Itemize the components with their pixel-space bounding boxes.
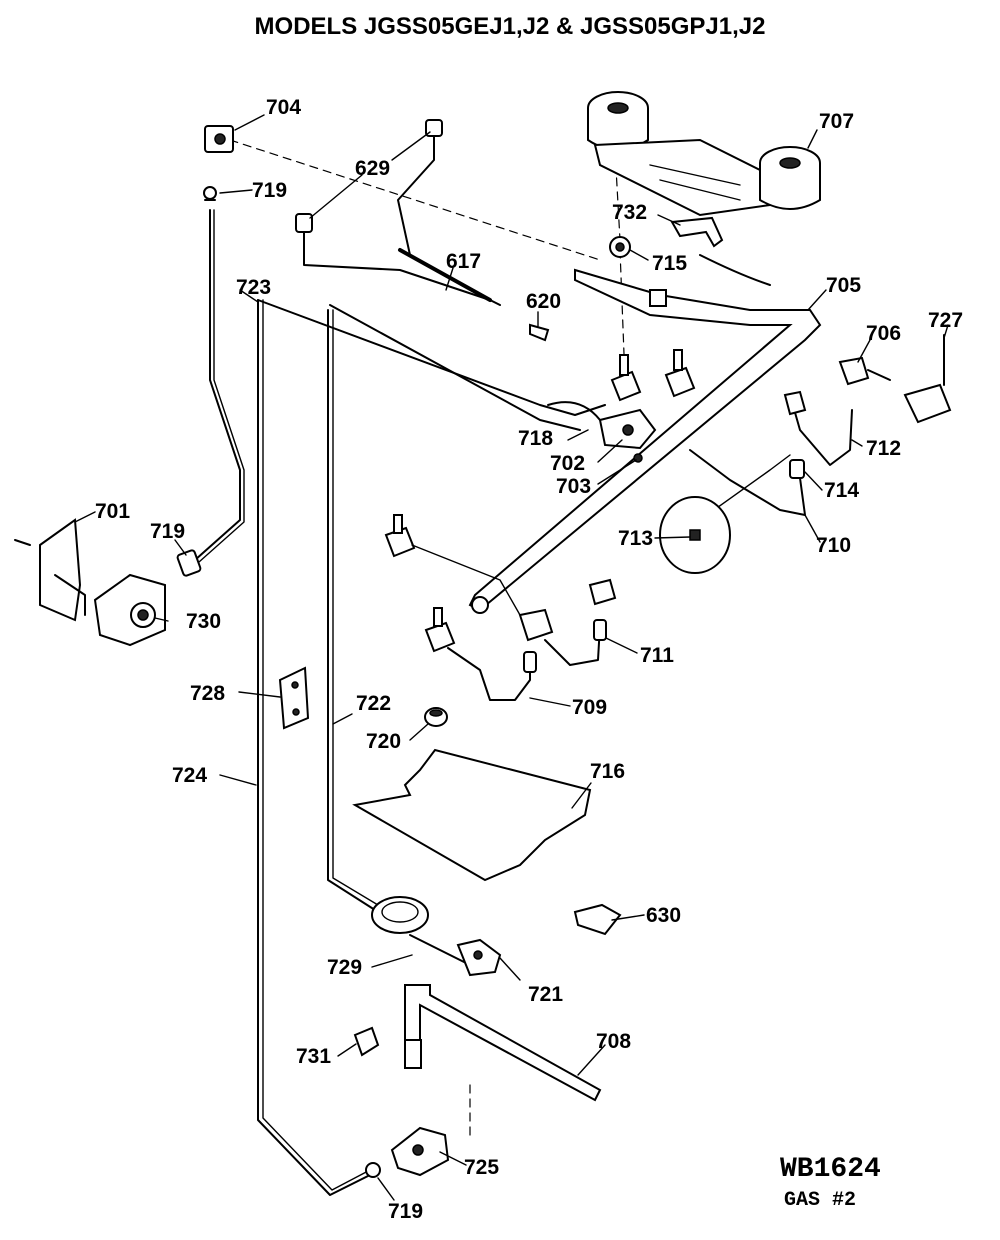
part-724-tube xyxy=(257,299,371,1196)
part-711-lead xyxy=(544,624,601,666)
diagram-title: MODELS JGSS05GEJ1,J2 & JGSS05GPJ1,J2 xyxy=(255,13,766,40)
part-drawings xyxy=(14,91,952,1196)
part-704-bracket xyxy=(204,125,234,153)
part-732-bracket xyxy=(670,216,771,286)
part-713-disk xyxy=(659,496,731,574)
callout-labels: 704 719 629 617 620 707 732 715 705 706 … xyxy=(95,96,963,1223)
callout-712: 712 xyxy=(866,437,901,460)
callout-702: 702 xyxy=(550,452,585,475)
callout-724: 724 xyxy=(172,764,207,787)
leader-lines xyxy=(74,114,949,1201)
part-igniters xyxy=(518,390,807,642)
callout-706: 706 xyxy=(866,322,901,345)
callout-731: 731 xyxy=(296,1045,331,1068)
part-730-regulator xyxy=(93,573,166,647)
callout-716: 716 xyxy=(590,760,625,783)
callout-730: 730 xyxy=(186,610,221,633)
part-712-lead xyxy=(789,394,853,466)
part-719-fitting-mid xyxy=(176,549,202,577)
callout-727: 727 xyxy=(928,309,963,332)
part-630-clip xyxy=(573,903,622,936)
part-708-oven-burner xyxy=(404,984,602,1102)
callout-630: 630 xyxy=(646,904,681,927)
part-701-bracket xyxy=(14,518,86,622)
part-723-tube xyxy=(194,209,241,561)
callout-707: 707 xyxy=(819,110,854,133)
part-617-tube-branch xyxy=(303,231,491,301)
callout-722: 722 xyxy=(356,692,391,715)
callout-617: 617 xyxy=(446,250,481,273)
part-702-valve xyxy=(598,408,657,450)
alignment-line-vertical xyxy=(619,249,626,381)
part-706-electrode xyxy=(838,356,891,386)
callout-713: 713 xyxy=(618,527,653,550)
part-721-igniter xyxy=(456,938,502,977)
callout-729: 729 xyxy=(327,956,362,979)
part-709-lead xyxy=(447,647,531,701)
part-723-tube-edge xyxy=(198,209,245,563)
part-711-connector xyxy=(593,619,607,641)
part-713-lead xyxy=(699,454,791,521)
callout-721: 721 xyxy=(528,983,563,1006)
part-716-plate xyxy=(352,748,592,882)
part-720-grommet xyxy=(424,707,448,727)
part-707-burner-assembly xyxy=(587,91,821,217)
part-617-thermocouple xyxy=(398,248,492,302)
callout-719-bottom: 719 xyxy=(388,1200,423,1223)
part-705-manifold xyxy=(468,268,822,614)
part-731-clip xyxy=(353,1026,380,1057)
part-722-top-tube xyxy=(329,304,581,431)
part-719-fitting-bottom xyxy=(365,1162,381,1178)
part-710-lead xyxy=(689,449,806,516)
part-709-connector xyxy=(523,651,537,673)
callout-701: 701 xyxy=(95,500,130,523)
callout-732: 732 xyxy=(612,201,647,224)
callout-703: 703 xyxy=(556,475,591,498)
callout-723: 723 xyxy=(236,276,271,299)
callout-728: 728 xyxy=(190,682,225,705)
callout-708: 708 xyxy=(596,1030,631,1053)
part-728-bracket xyxy=(278,666,310,730)
callout-620: 620 xyxy=(526,290,561,313)
alignment-line xyxy=(229,139,601,261)
callout-720: 720 xyxy=(366,730,401,753)
part-722-tube xyxy=(327,309,376,911)
part-723-top-tube xyxy=(257,299,606,416)
part-724-tube-edge xyxy=(262,299,371,1191)
callout-710: 710 xyxy=(816,534,851,557)
diagram-code: WB1624 xyxy=(780,1154,881,1185)
part-719-fitting-top xyxy=(203,186,217,201)
callout-705: 705 xyxy=(826,274,861,297)
callout-719-top: 719 xyxy=(252,179,287,202)
part-valve-tube xyxy=(411,544,521,616)
callout-709: 709 xyxy=(572,696,607,719)
part-valve-stems xyxy=(384,349,696,653)
callout-704: 704 xyxy=(266,96,301,119)
callout-629: 629 xyxy=(355,157,390,180)
diagram-subcode: GAS #2 xyxy=(784,1189,856,1212)
part-727-switch xyxy=(903,334,952,424)
callout-711: 711 xyxy=(640,644,674,667)
part-729-burner xyxy=(371,896,481,971)
callout-715: 715 xyxy=(652,252,687,275)
part-715-orifice xyxy=(609,236,631,258)
part-714-connector xyxy=(789,459,805,479)
callout-718: 718 xyxy=(518,427,553,450)
part-725-valve xyxy=(390,1084,471,1177)
callout-725: 725 xyxy=(464,1156,499,1179)
part-620-clip xyxy=(529,323,550,342)
part-722-tube-edge xyxy=(332,309,379,906)
part-718-tube xyxy=(547,401,601,421)
callout-719-mid: 719 xyxy=(150,520,185,543)
callout-714: 714 xyxy=(824,479,859,502)
